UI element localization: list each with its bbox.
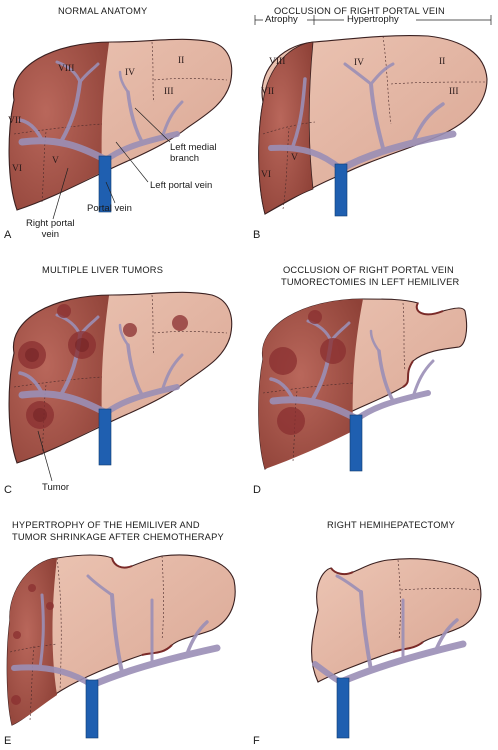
- label-tumor: Tumor: [42, 482, 70, 493]
- label-left-medial-branch: Left medial branch: [170, 142, 217, 164]
- panel-letter-e: E: [4, 735, 12, 747]
- liver-illustration-c: [0, 255, 249, 482]
- segment-label-viii: VIII: [269, 57, 286, 67]
- label-left-portal-vein: Left portal vein: [150, 180, 213, 191]
- panel-letter-d: D: [253, 484, 261, 496]
- liver-illustration-b: [258, 35, 488, 217]
- liver-illustration-d: [258, 298, 468, 472]
- panel-e-title-line2: TUMOR SHRINKAGE AFTER CHEMOTHERAPY: [12, 532, 224, 542]
- panel-c-title: MULTIPLE LIVER TUMORS: [42, 265, 164, 275]
- panel-d-title-line2: TUMORECTOMIES IN LEFT HEMILIVER: [281, 277, 460, 287]
- liver-illustration-a: [0, 0, 249, 250]
- segment-label-iv: IV: [125, 68, 136, 78]
- panel-letter-f: F: [253, 735, 260, 747]
- segment-label-v: V: [291, 153, 298, 163]
- panel-f-title: RIGHT HEMIHEPATECTOMY: [327, 520, 455, 530]
- segment-label-iii: III: [449, 87, 459, 97]
- panel-f: RIGHT HEMIHEPATECTOMY F: [249, 510, 498, 750]
- label-hypertrophy: Hypertrophy: [347, 14, 399, 25]
- segment-label-vii: VII: [8, 116, 22, 126]
- tumor-nodules: [269, 310, 346, 435]
- panel-b: OCCLUSION OF RIGHT PORTAL VEIN Atrophy H…: [249, 0, 498, 250]
- segment-label-vii: VII: [261, 87, 275, 97]
- panel-letter-c: C: [4, 484, 12, 496]
- liver-illustration-e: [6, 554, 236, 739]
- panel-d-title-line1: OCCLUSION OF RIGHT PORTAL VEIN: [283, 265, 454, 275]
- liver-illustration-f: [311, 558, 482, 739]
- label-portal-vein: Portal vein: [87, 203, 132, 214]
- panel-e-title-line1: HYPERTROPHY OF THE HEMILIVER AND: [12, 520, 200, 530]
- segment-label-iv: IV: [354, 58, 365, 68]
- segment-label-vi: VI: [12, 164, 23, 174]
- panel-a-title: NORMAL ANATOMY: [58, 6, 148, 16]
- segment-label-viii: VIII: [58, 64, 75, 74]
- segment-label-vi: VI: [261, 170, 272, 180]
- panel-letter-b: B: [253, 229, 261, 241]
- segment-label-v: V: [52, 156, 59, 166]
- panel-e: HYPERTROPHY OF THE HEMILIVER AND TUMOR S…: [0, 510, 249, 750]
- shrunken-tumors: [11, 584, 54, 705]
- segment-label-iii: III: [164, 87, 174, 97]
- label-atrophy: Atrophy: [265, 14, 298, 25]
- label-right-portal-vein: Right portal vein: [26, 218, 75, 240]
- segment-label-ii: II: [178, 56, 185, 66]
- segment-label-ii: II: [439, 57, 446, 67]
- panel-a: NORMAL ANATOMY II III IV V VI VII VIII L…: [0, 0, 249, 250]
- panel-d: OCCLUSION OF RIGHT PORTAL VEIN TUMORECTO…: [249, 255, 498, 505]
- panel-letter-a: A: [4, 229, 12, 241]
- panel-c: MULTIPLE LIVER TUMORS Tumor C: [0, 255, 249, 505]
- atrophy-hypertrophy-bar: [254, 15, 492, 25]
- panel-b-title: OCCLUSION OF RIGHT PORTAL VEIN: [274, 6, 445, 16]
